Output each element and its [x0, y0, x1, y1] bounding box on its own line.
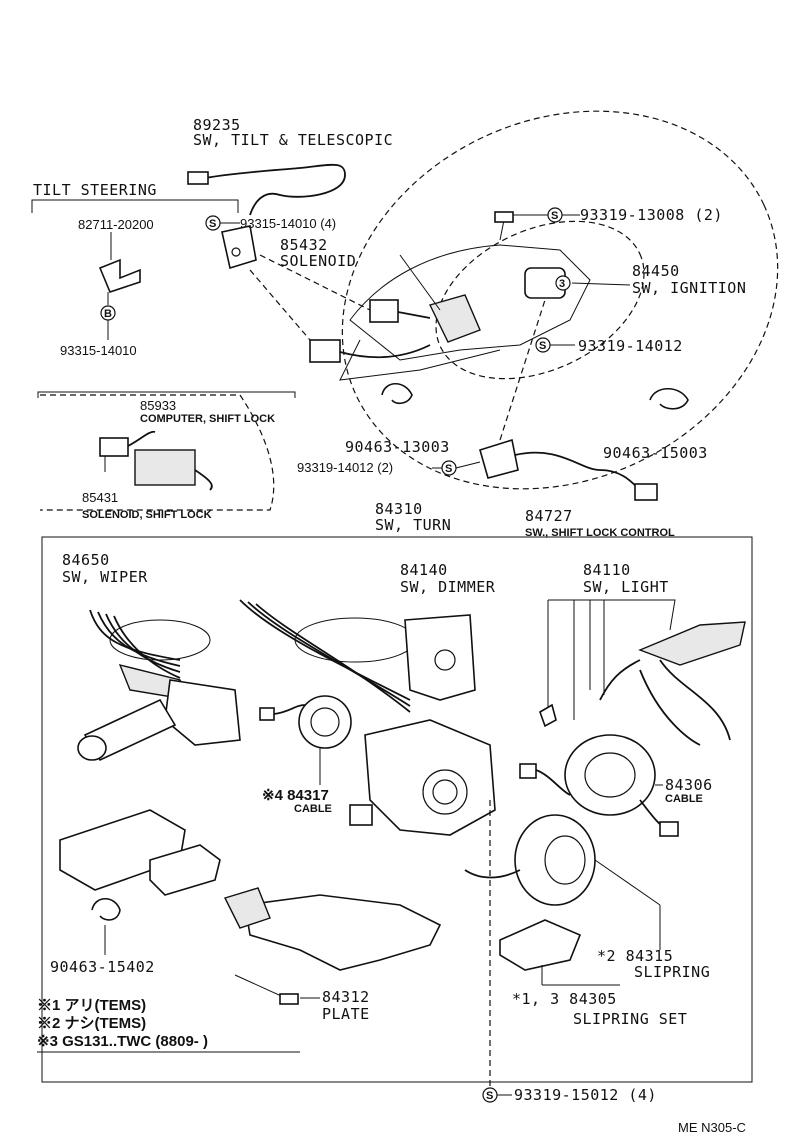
slipring-set [499, 919, 620, 986]
steering-column-body [349, 244, 591, 361]
label-90463-13003: 90463-13003 [345, 438, 450, 456]
label-93319-14012: 93319-14012 [578, 337, 683, 355]
svg-text:B: B [104, 308, 112, 320]
shift-lock-console [40, 394, 275, 511]
label-84312: 84312 [322, 988, 370, 1006]
turn-switch-group-box [41, 536, 753, 1083]
label-84315-name: SLIPRING [634, 963, 710, 981]
wiper-switch [77, 609, 241, 762]
cable-84317 [259, 695, 352, 785]
label-84312-name: PLATE [322, 1005, 370, 1023]
label-84305: *1, 3 84305 [512, 990, 617, 1008]
label-85933-name: COMPUTER, SHIFT LOCK [140, 413, 275, 425]
footer-code: ME N305-C [678, 1120, 746, 1135]
svg-text:S: S [551, 210, 558, 222]
cable-84306 [519, 734, 679, 837]
dimmer-switch [239, 599, 476, 713]
label-89235: 89235 [193, 116, 241, 134]
label-85431: 85431 [82, 490, 118, 505]
tilt-switch-wire [204, 163, 346, 216]
label-90463-15402: 90463-15402 [50, 958, 155, 976]
label-tilt-steering: TILT STEERING [33, 181, 157, 199]
plate-84312 [224, 887, 442, 1005]
bracket-82711 [98, 258, 141, 293]
tilt-steering-bracket [31, 199, 239, 213]
label-84650-name: SW, WIPER [62, 568, 148, 586]
connector-block-small [149, 844, 221, 896]
solenoid-shift-lock [99, 437, 129, 457]
label-84650: 84650 [62, 551, 110, 569]
label-84110: 84110 [583, 561, 631, 579]
label-84140: 84140 [400, 561, 448, 579]
svg-text:S: S [539, 340, 546, 352]
label-90463-15003: 90463-15003 [603, 444, 708, 462]
label-84317-name: CABLE [294, 803, 332, 815]
label-84305-name: SLIPRING SET [573, 1010, 687, 1028]
label-85432-name: SOLENOID [280, 252, 356, 270]
slipring [464, 814, 661, 950]
note-3: ※3 GS131..TWC (8809- ) [37, 1033, 208, 1050]
label-84310: 84310 [375, 500, 423, 518]
label-93315-14010: 93315-14010 [60, 343, 137, 358]
label-82711: 82711-20200 [78, 217, 154, 232]
svg-text:S: S [486, 1090, 493, 1102]
shift-lock-control-connector [634, 483, 658, 501]
label-85432: 85432 [280, 236, 328, 254]
label-84450-name: SW, IGNITION [632, 279, 746, 297]
label-85431-name: SOLENOID, SHIFT LOCK [82, 509, 212, 521]
ignition-key-symbol: 3 [559, 278, 565, 290]
clamp-15003 [649, 387, 689, 410]
svg-text:S: S [209, 218, 216, 230]
label-85933: 85933 [140, 398, 176, 413]
label-93315-14010-4: 93315-14010 (4) [240, 216, 336, 231]
clamp-15402 [91, 897, 121, 921]
label-84450: 84450 [632, 262, 680, 280]
label-93319-14012-2: 93319-14012 (2) [297, 460, 393, 475]
label-84306-name: CABLE [665, 793, 703, 805]
tilt-switch-connector [187, 171, 209, 185]
svg-text:S: S [445, 463, 452, 475]
shift-lock-control-switch [479, 438, 519, 479]
label-84310-name: SW, TURN [375, 516, 451, 534]
column-connector-1 [369, 299, 399, 323]
clamp-13003 [381, 382, 413, 405]
steering-wheel-outline [341, 110, 779, 490]
tilt-switch-body [221, 225, 257, 270]
note-2: ※2 ナシ(TEMS) [37, 1015, 146, 1032]
label-84110-name: SW, LIGHT [583, 578, 669, 596]
label-93319-13008: 93319-13008 (2) [580, 206, 723, 224]
label-84727-name: SW., SHIFT LOCK CONTROL [525, 527, 675, 539]
solenoid-body [429, 294, 481, 343]
column-connector-2 [309, 339, 341, 363]
label-84727: 84727 [525, 507, 573, 525]
label-93319-15012: 93319-15012 (4) [514, 1086, 657, 1104]
note-1: ※1 アリ(TEMS) [37, 997, 146, 1014]
turn-switch-body [349, 719, 496, 836]
light-switch [539, 599, 746, 746]
steering-wheel-inner [435, 220, 645, 380]
label-84306: 84306 [665, 776, 713, 794]
computer-shift-lock [134, 449, 196, 486]
label-84140-name: SW, DIMMER [400, 578, 496, 596]
label-84317: ※4 84317 [262, 787, 329, 804]
label-89235-name: SW, TILT & TELESCOPIC [193, 131, 393, 149]
label-84315: *2 84315 [597, 947, 673, 965]
